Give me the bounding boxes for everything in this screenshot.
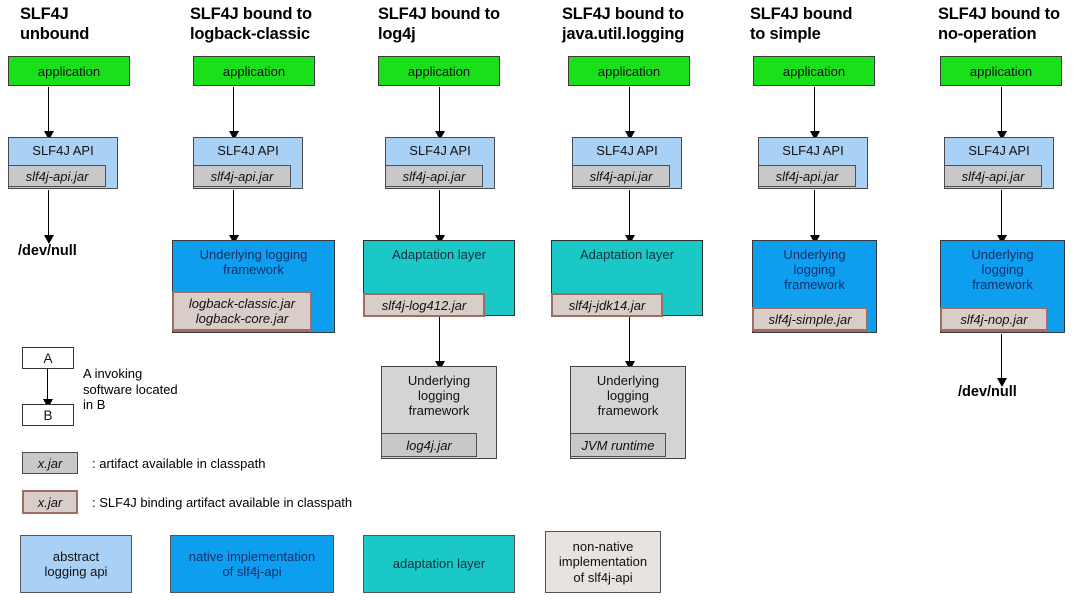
underlying-framework-box-nop: Underlying logging framework slf4j-nop.j… (940, 240, 1065, 333)
arrow-app-to-api-nop (996, 87, 1007, 140)
application-box-jul: application (568, 56, 690, 86)
key-non-native-implementation: non-native implementation of slf4j-api (545, 531, 661, 593)
underlying-framework-label: Underlying logging framework (596, 373, 660, 418)
key-label: non-native implementation of slf4j-api (558, 538, 648, 585)
arrow-app-to-api-log4j (434, 87, 445, 140)
adaptation-layer-label: Adaptation layer (580, 247, 674, 262)
jar-chip-log4j: log4j.jar (381, 433, 477, 457)
underlying-framework-label: Underlying logging framework (783, 247, 846, 292)
arrow-app-to-api-logback (228, 87, 239, 140)
devnull-label-nop: /dev/null (958, 384, 1017, 400)
adaptation-layer-box-log4j: Adaptation layer slf4j-log412.jar (363, 240, 515, 317)
column-title-nop: SLF4J bound to no-operation (938, 5, 1060, 43)
slf4j-api-box-log4j: SLF4J API slf4j-api.jar (385, 137, 495, 189)
application-box-simple: application (753, 56, 875, 86)
underlying-framework-label: Underlying logging framework (971, 247, 1034, 292)
application-box-logback: application (193, 56, 315, 86)
slf4j-api-label: SLF4J API (782, 143, 844, 158)
arrow-api-to-impl-nop (996, 190, 1007, 244)
slf4j-api-label: SLF4J API (32, 143, 94, 158)
jar-chip-slf4j-api: slf4j-api.jar (193, 165, 291, 187)
legend-binding-artifact-description: : SLF4J binding artifact available in cl… (92, 495, 353, 510)
underlying-framework-box-log4j: Underlying logging framework log4j.jar (381, 366, 497, 459)
underlying-framework-box-logback: Underlying logging framework logback-cla… (172, 240, 335, 333)
adaptation-layer-box-jul: Adaptation layer slf4j-jdk14.jar (551, 240, 703, 317)
arrow-api-to-devnull-unbound (43, 190, 54, 244)
legend-box-b-label: B (43, 407, 53, 423)
arrow-adapt-to-impl-jul (624, 317, 635, 370)
slf4j-api-label: SLF4J API (409, 143, 471, 158)
key-abstract-logging-api: abstract logging api (20, 535, 132, 593)
application-box-unbound: application (8, 56, 130, 86)
jar-chip-slf4j-jdk14: slf4j-jdk14.jar (551, 293, 663, 317)
application-label: application (407, 63, 471, 79)
key-adaptation-layer: adaptation layer (363, 535, 515, 593)
arrow-api-to-impl-simple (809, 190, 820, 244)
key-label: abstract logging api (44, 548, 108, 580)
legend-artifact-description: : artifact available in classpath (92, 456, 266, 471)
devnull-label-unbound: /dev/null (18, 243, 77, 259)
slf4j-api-box-nop: SLF4J API slf4j-api.jar (944, 137, 1054, 189)
underlying-framework-label: Underlying logging framework (407, 373, 471, 418)
arrow-impl-to-devnull-nop (996, 334, 1007, 387)
slf4j-api-label: SLF4J API (968, 143, 1030, 158)
slf4j-api-label: SLF4J API (217, 143, 279, 158)
slf4j-api-box-jul: SLF4J API slf4j-api.jar (572, 137, 682, 189)
column-title-jul: SLF4J bound to java.util.logging (562, 5, 685, 43)
application-label: application (222, 63, 286, 79)
jar-chip-slf4j-api: slf4j-api.jar (8, 165, 106, 187)
slf4j-api-box-logback: SLF4J API slf4j-api.jar (193, 137, 303, 189)
key-native-implementation: native implementation of slf4j-api (170, 535, 334, 593)
jar-chip-slf4j-api: slf4j-api.jar (758, 165, 856, 187)
application-box-nop: application (940, 56, 1062, 86)
legend-chip-binding-artifact: x.jar (22, 490, 78, 514)
application-label: application (969, 63, 1033, 79)
underlying-framework-box-jul: Underlying logging framework JVM runtime (570, 366, 686, 459)
column-title-log4j: SLF4J bound to log4j (378, 5, 500, 43)
key-label: native implementation of slf4j-api (188, 548, 316, 580)
application-label: application (37, 63, 101, 79)
jar-chip-slf4j-simple: slf4j-simple.jar (752, 307, 868, 331)
jar-chip-slf4j-nop: slf4j-nop.jar (940, 307, 1048, 331)
legend-arrow-a-to-b (42, 369, 53, 408)
arrow-app-to-api-jul (624, 87, 635, 140)
legend-arrow-description: A invoking software located in B (83, 366, 178, 412)
jar-chip-slf4j-api: slf4j-api.jar (572, 165, 670, 187)
slf4j-api-label: SLF4J API (596, 143, 658, 158)
slf4j-api-box-unbound: SLF4J API slf4j-api.jar (8, 137, 118, 189)
jar-chip-slf4j-log412: slf4j-log412.jar (363, 293, 485, 317)
arrow-api-to-impl-logback (228, 190, 239, 244)
arrow-api-to-adapt-log4j (434, 190, 445, 244)
legend-box-b: B (22, 404, 74, 426)
key-label: adaptation layer (392, 556, 486, 572)
application-label: application (597, 63, 661, 79)
legend-box-a-label: A (43, 350, 53, 366)
arrow-app-to-api-simple (809, 87, 820, 140)
arrow-adapt-to-impl-log4j (434, 317, 445, 370)
column-title-unbound: SLF4J unbound (20, 5, 90, 43)
column-title-simple: SLF4J bound to simple (750, 5, 853, 43)
adaptation-layer-label: Adaptation layer (392, 247, 486, 262)
underlying-framework-label: Underlying logging framework (199, 247, 308, 277)
jar-chip-logback: logback-classic.jar logback-core.jar (172, 291, 312, 331)
application-box-log4j: application (378, 56, 500, 86)
slf4j-api-box-simple: SLF4J API slf4j-api.jar (758, 137, 868, 189)
underlying-framework-box-simple: Underlying logging framework slf4j-simpl… (752, 240, 877, 333)
application-label: application (782, 63, 846, 79)
legend-box-a: A (22, 347, 74, 369)
jar-chip-slf4j-api: slf4j-api.jar (944, 165, 1042, 187)
jar-chip-jvm-runtime: JVM runtime (570, 433, 666, 457)
arrow-app-to-api-unbound (43, 87, 54, 140)
jar-chip-slf4j-api: slf4j-api.jar (385, 165, 483, 187)
legend-chip-artifact: x.jar (22, 452, 78, 474)
arrow-api-to-adapt-jul (624, 190, 635, 244)
column-title-logback: SLF4J bound to logback-classic (190, 5, 312, 43)
